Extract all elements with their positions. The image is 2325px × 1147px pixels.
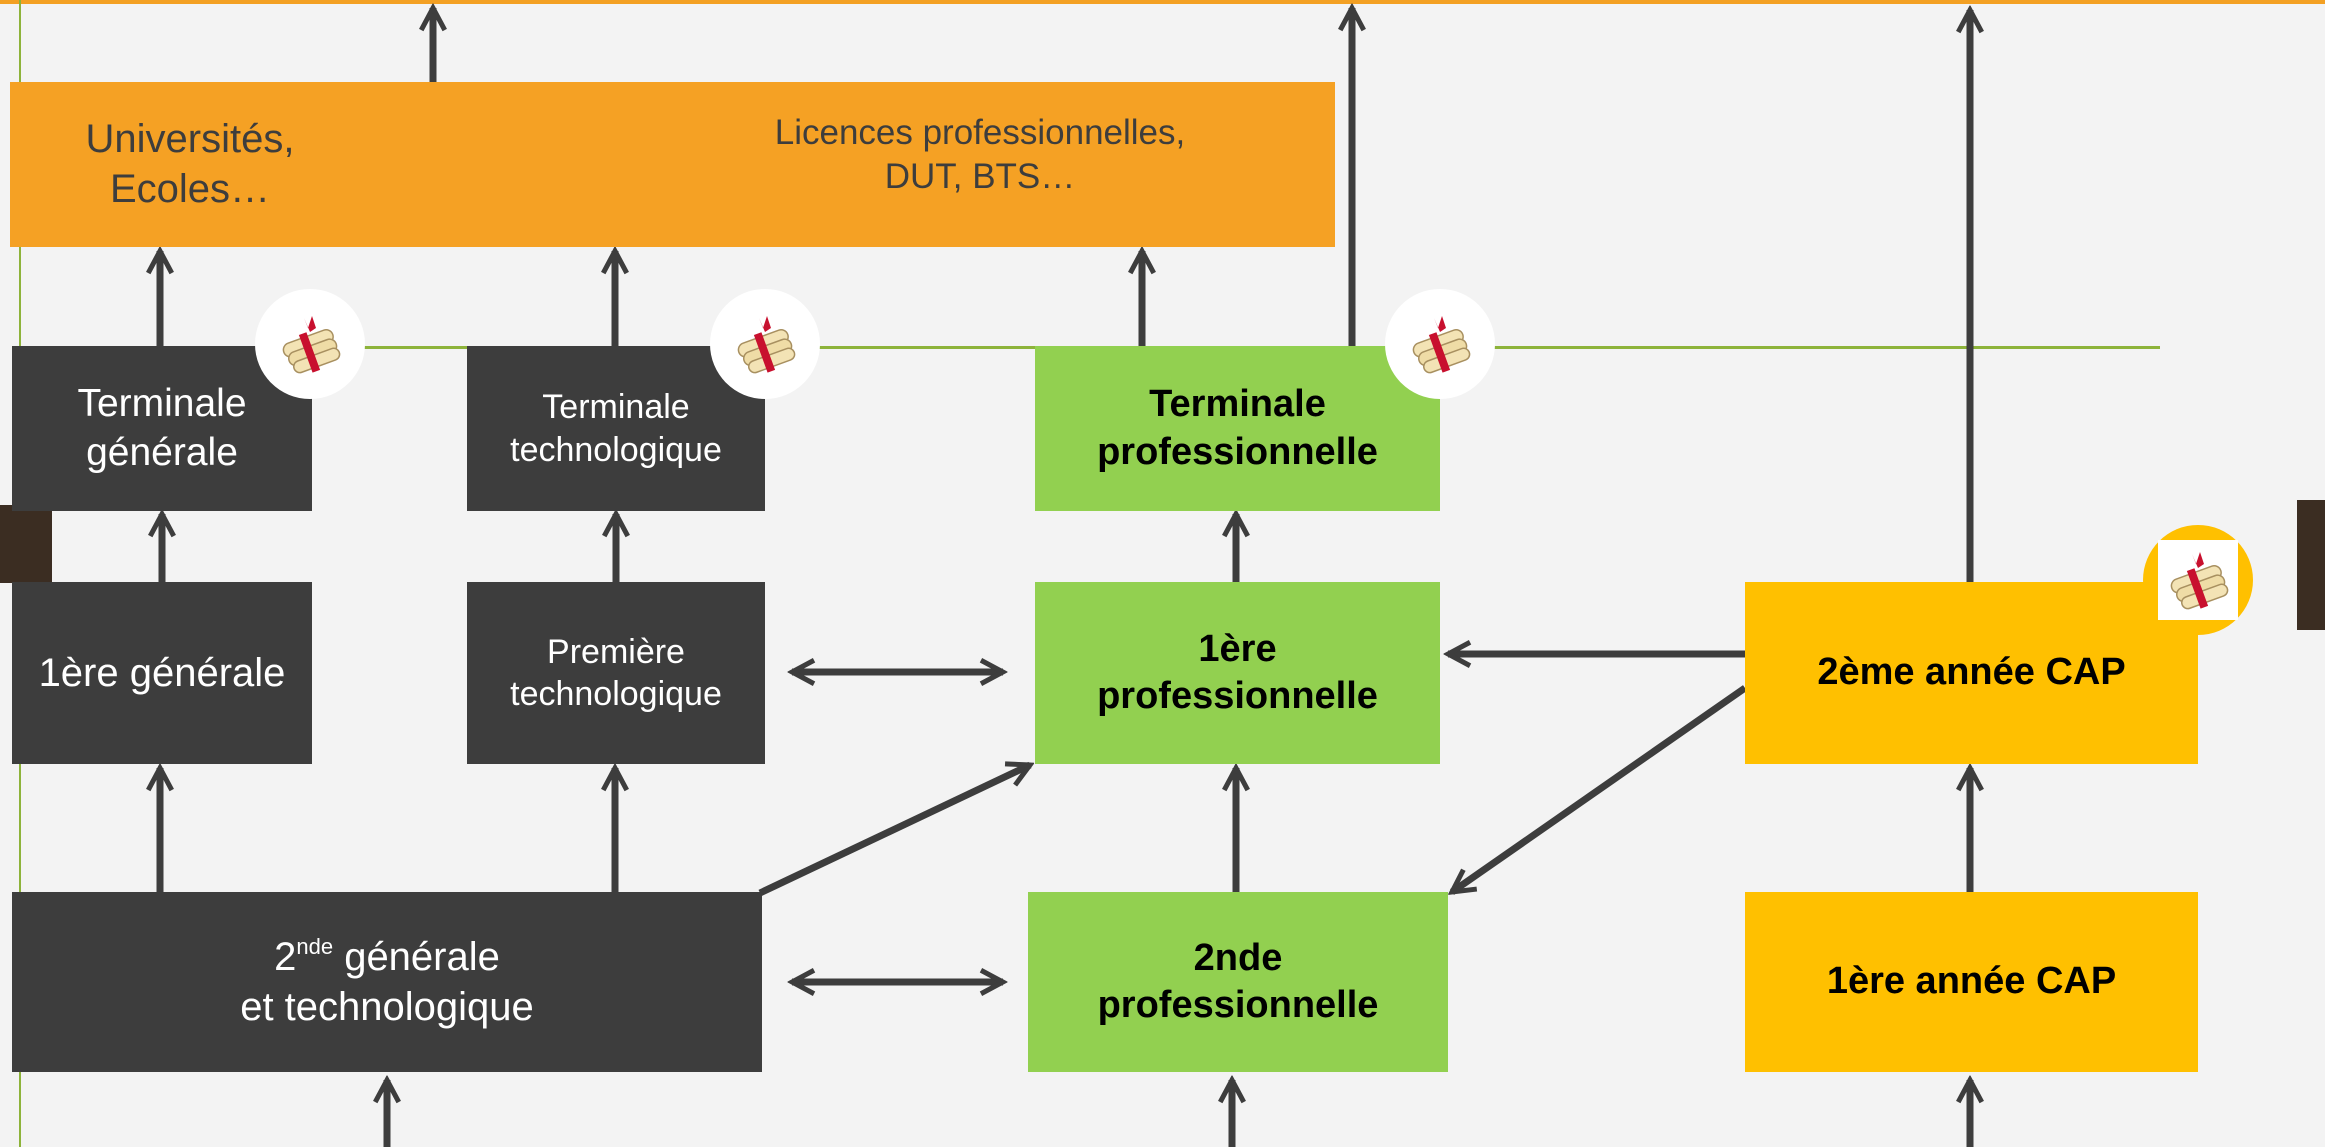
left-edge-tab <box>0 505 52 583</box>
top-border-line <box>0 0 2325 4</box>
cap-year2-box: 2ème année CAP <box>1745 582 2198 764</box>
arrow-cap2-to-2pro <box>1452 685 1747 892</box>
diploma-scroll-icon <box>737 316 796 374</box>
terminale-technologique-box: Terminale technologique <box>467 346 765 511</box>
diploma-scroll-icon <box>1412 316 1471 374</box>
higher-education-band <box>10 82 1335 247</box>
seconde-generale-technologique-box: 2nde générale et technologique <box>12 892 762 1072</box>
terminale-generale-box: Terminale générale <box>12 346 312 511</box>
diploma-badge-cap-inner <box>2158 540 2238 620</box>
arrow-2gt-to-1pro <box>758 765 1030 897</box>
diploma-badge-professionnelle <box>1385 289 1495 399</box>
right-edge-tab <box>2297 500 2325 630</box>
diploma-scroll-icon <box>282 316 341 374</box>
cap-year1-box: 1ère année CAP <box>1745 892 2198 1072</box>
premiere-generale-box: 1ère générale <box>12 582 312 764</box>
diploma-scroll-icon <box>2170 552 2229 610</box>
universities-label: Universités, Ecoles… <box>85 117 295 211</box>
diploma-badge-technologique <box>710 289 820 399</box>
premiere-technologique-box: Première technologique <box>467 582 765 764</box>
diploma-badge-cap <box>2143 525 2253 635</box>
diploma-badge-general <box>255 289 365 399</box>
premiere-professionnelle-box: 1ère professionnelle <box>1035 582 1440 764</box>
seconde-professionnelle-box: 2nde professionnelle <box>1028 892 1448 1072</box>
professional-degrees-label: Licences professionnelles, DUT, BTS… <box>774 113 1186 196</box>
terminale-professionnelle-box: Terminale professionnelle <box>1035 346 1440 511</box>
